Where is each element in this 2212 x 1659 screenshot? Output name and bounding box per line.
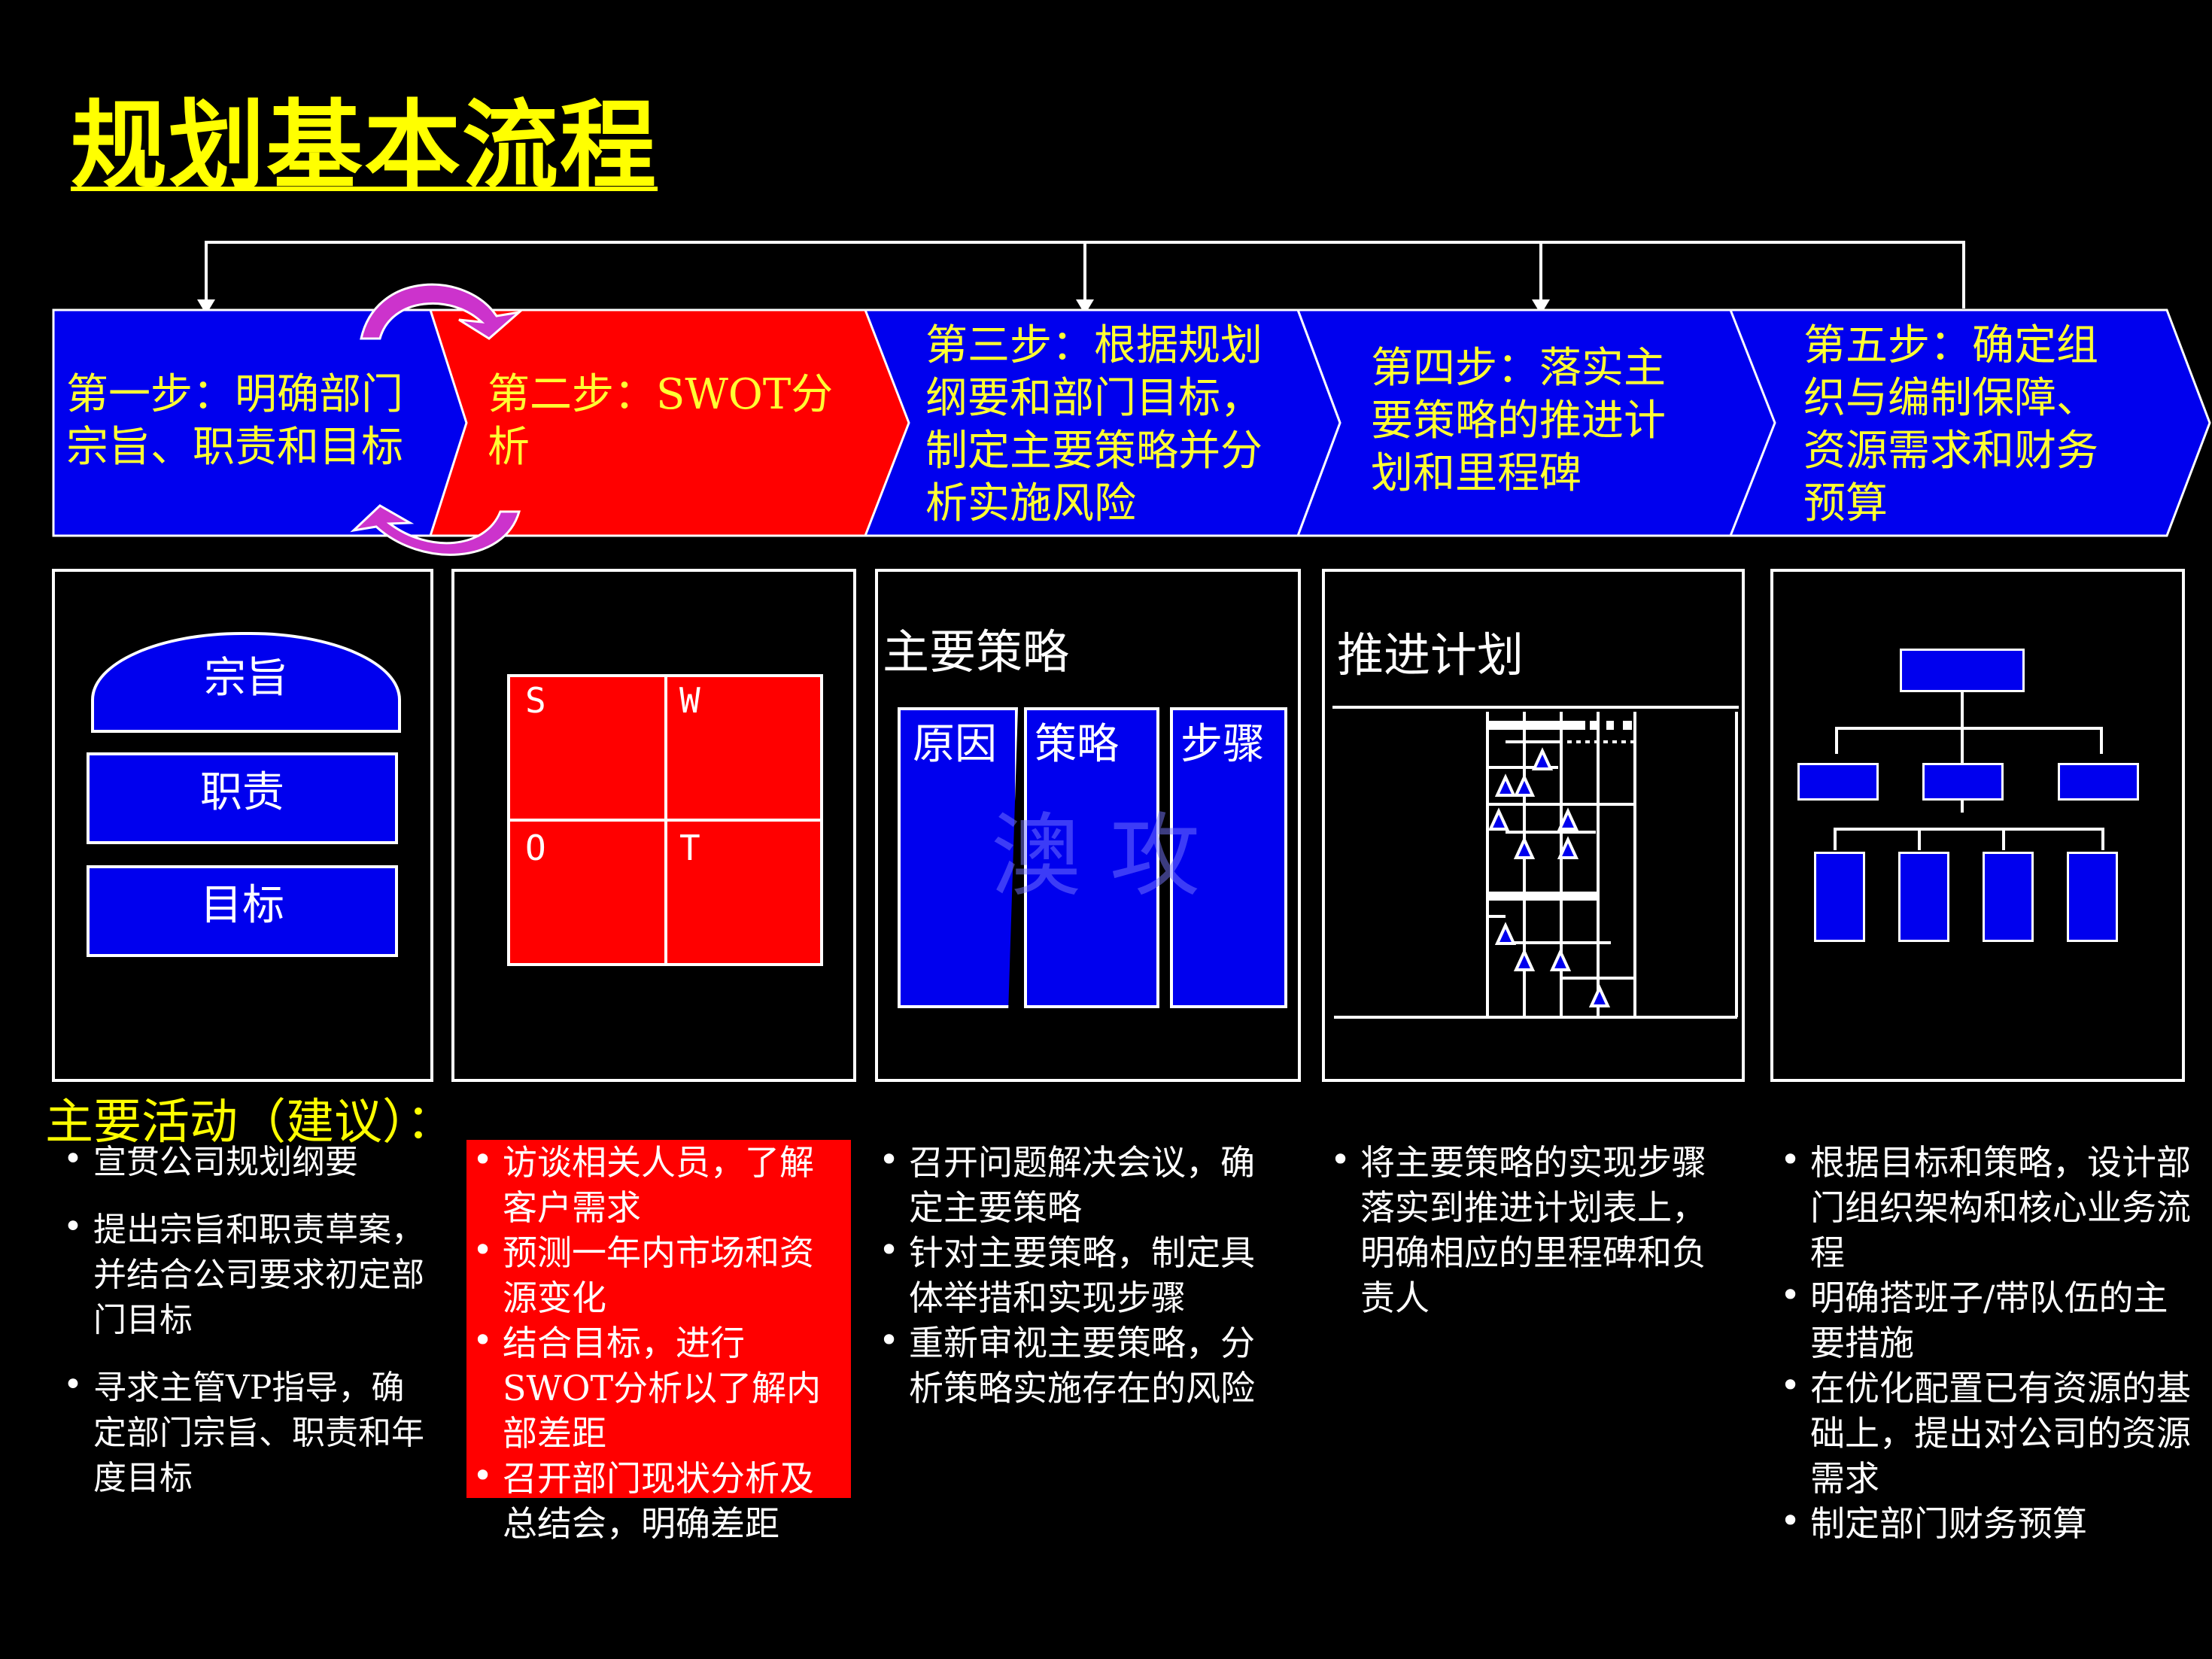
step-4[interactable]: 第四步：落实主要策略的推进计划和里程碑 (1371, 335, 1732, 508)
step-5[interactable]: 第五步：确定组织与编制保障、资源需求和财务预算 (1803, 316, 2180, 534)
org-mid-node (2058, 763, 2139, 801)
duty-box: 职责 (87, 752, 398, 844)
goal-box: 目标 (87, 865, 398, 957)
activity-item: 召开问题解决会议，确定主要策略 (879, 1137, 1289, 1230)
strategy-column: 策略 (1024, 707, 1159, 1008)
activity-item: 提出宗旨和职责草案，并结合公司要求初定部门目标 (63, 1205, 432, 1343)
step-text: 宗旨、职责和目标 (66, 423, 403, 472)
step-text: 第一步：明确部门 (66, 370, 403, 419)
connector-arrowheads (197, 299, 1550, 314)
org-leaf-node (2067, 852, 2118, 942)
step-text: 第三步：根据规划 (925, 321, 1262, 370)
gantt-chart (1332, 706, 1739, 1019)
org-panel (1770, 569, 2185, 1082)
activity-item: 访谈相关人员，了解客户需求 (472, 1137, 842, 1230)
activity-item: 制定部门财务预算 (1780, 1498, 2192, 1546)
process-flow-diagram (52, 241, 2211, 556)
swot-matrix: S W O T (507, 674, 823, 966)
step-text: 纲要和部门目标， (925, 374, 1262, 423)
steps-column: 步骤 (1170, 707, 1287, 1008)
plan-panel: 推进计划 (1322, 569, 1745, 1082)
activity-item: 在优化配置已有资源的基础上，提出对公司的资源需求 (1780, 1363, 2192, 1501)
activity-item: 召开部门现状分析及总结会，明确差距 (472, 1453, 842, 1546)
step-text: 第二步：SWOT分析 (488, 370, 834, 472)
org-top-node (1900, 649, 2025, 692)
activity-item: 寻求主管VP指导，确定部门宗旨、职责和年度目标 (63, 1363, 432, 1501)
activity-item: 预测一年内市场和资源变化 (472, 1227, 842, 1320)
step-2[interactable]: 第二步：SWOT分析 (488, 361, 864, 482)
swot-t: T (679, 828, 700, 868)
step-text: 析实施风险 (925, 479, 1136, 528)
strategy-panel: 主要策略 原因 策略 步骤 澳 攻 (875, 569, 1301, 1082)
watermark: 澳 攻 (991, 804, 1201, 909)
step-text: 第四步：落实主 (1371, 344, 1666, 393)
step-1[interactable]: 第一步：明确部门宗旨、职责和目标 (66, 361, 442, 482)
activities-step2: 访谈相关人员，了解客户需求 预测一年内市场和资源变化 结合目标，进行SWOT分析… (466, 1137, 851, 1544)
org-leaf-node (1983, 852, 2034, 942)
page-title: 规划基本流程 (71, 90, 658, 202)
cycle-arrow-icon (350, 283, 523, 556)
activity-item: 根据目标和策略，设计部门组织架构和核心业务流程 (1780, 1137, 2192, 1275)
swot-w: W (679, 680, 700, 721)
activities-step4: 将主要策略的实现步骤落实到推进计划表上，明确相应的里程碑和负责人 (1330, 1137, 1740, 1320)
activities-step1: 宣贯公司规划纲要 提出宗旨和职责草案，并结合公司要求初定部门目标 寻求主管VP指… (63, 1137, 432, 1501)
step-text: 划和里程碑 (1371, 449, 1582, 498)
plan-title: 推进计划 (1337, 627, 1524, 682)
org-leaf-node (1898, 852, 1949, 942)
cause-column: 原因 (898, 707, 1018, 1008)
step2-chevron (428, 308, 910, 537)
step-text: 资源需求和财务 (1803, 427, 2098, 476)
step-text: 预算 (1803, 479, 1888, 528)
org-mid-node (1922, 763, 2004, 801)
swot-o: O (525, 828, 546, 868)
step-text: 制定主要策略并分 (925, 427, 1262, 476)
swot-s: S (525, 680, 546, 721)
org-leaf-node (1814, 852, 1865, 942)
activity-item: 明确搭班子/带队伍的主要措施 (1780, 1272, 2192, 1366)
activity-item: 针对主要策略，制定具体举措和实现步骤 (879, 1227, 1289, 1320)
step-text: 要策略的推进计 (1371, 397, 1666, 445)
activities-step3: 召开问题解决会议，确定主要策略 针对主要策略，制定具体举措和实现步骤 重新审视主… (879, 1137, 1289, 1411)
activity-item: 结合目标，进行SWOT分析以了解内部差距 (472, 1317, 842, 1456)
mission-panel: 宗旨 职责 目标 (52, 569, 433, 1082)
milestone-icons (1487, 747, 1611, 1007)
org-mid-node (1797, 763, 1879, 801)
strategy-title: 主要策略 (883, 624, 1070, 679)
activities-step5: 根据目标和策略，设计部门组织架构和核心业务流程 明确搭班子/带队伍的主要措施 在… (1780, 1137, 2192, 1546)
activity-item: 将主要策略的实现步骤落实到推进计划表上，明确相应的里程碑和负责人 (1330, 1137, 1740, 1320)
step-3[interactable]: 第三步：根据规划纲要和部门目标，制定主要策略并分析实施风险 (925, 316, 1317, 534)
swot-panel: S W O T (451, 569, 856, 1082)
activity-item: 宣贯公司规划纲要 (63, 1137, 432, 1185)
step-text: 第五步：确定组 (1803, 321, 2098, 370)
mission-shape: 宗旨 (91, 632, 401, 733)
feedback-connector (205, 241, 1965, 308)
activity-item: 重新审视主要策略，分析策略实施存在的风险 (879, 1317, 1289, 1411)
step-text: 织与编制保障、 (1803, 374, 2098, 423)
